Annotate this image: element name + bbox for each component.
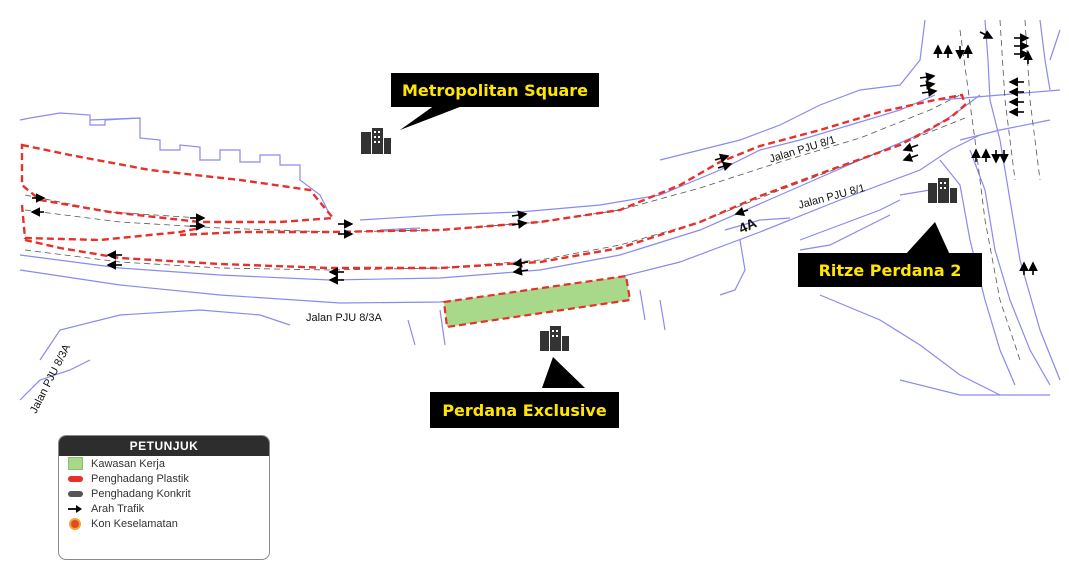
arrow-icon [67,503,83,515]
legend-item-safety-cone: Kon Keselamatan [59,516,269,531]
building-icon-metropolitan [361,128,391,154]
road-label-jalan-pju-8-3a-main: Jalan PJU 8/3A [306,312,382,324]
building-icon-ritze [928,178,957,203]
legend-title: PETUNJUK [59,436,269,456]
legend-item-label: Kon Keselamatan [91,517,178,530]
callout-ritze-perdana-2: Ritze Perdana 2 [798,253,982,287]
legend-item-work-zone: Kawasan Kerja [59,456,269,471]
legend-item-label: Kawasan Kerja [91,457,165,470]
building-icon-perdana [540,326,569,351]
work-zone [442,274,632,329]
callout-pointer-ritze [905,222,950,255]
callout-metropolitan-square: Metropolitan Square [391,73,599,107]
legend-item-label: Arah Trafik [91,502,145,515]
lane-markings [24,19,1041,361]
map-legend: PETUNJUK Kawasan Kerja Penghadang Plasti… [58,435,270,560]
legend-item-traffic-direction: Arah Trafik [59,501,269,516]
green-box-icon [67,457,83,470]
road-edges [19,19,1061,401]
callout-pointer-metropolitan [400,105,465,130]
red-bar-icon [67,473,83,485]
traffic-arrows [30,30,1038,285]
legend-item-plastic-barrier: Penghadang Plastik [59,471,269,486]
legend-item-label: Penghadang Konkrit [91,487,191,500]
cone-icon [67,517,83,530]
legend-item-label: Penghadang Plastik [91,472,189,485]
callout-pointer-perdana [542,357,585,388]
grey-bar-icon [67,488,83,500]
legend-item-concrete-barrier: Penghadang Konkrit [59,486,269,501]
callout-perdana-exclusive: Perdana Exclusive [430,392,619,428]
plastic-barriers [20,93,967,270]
